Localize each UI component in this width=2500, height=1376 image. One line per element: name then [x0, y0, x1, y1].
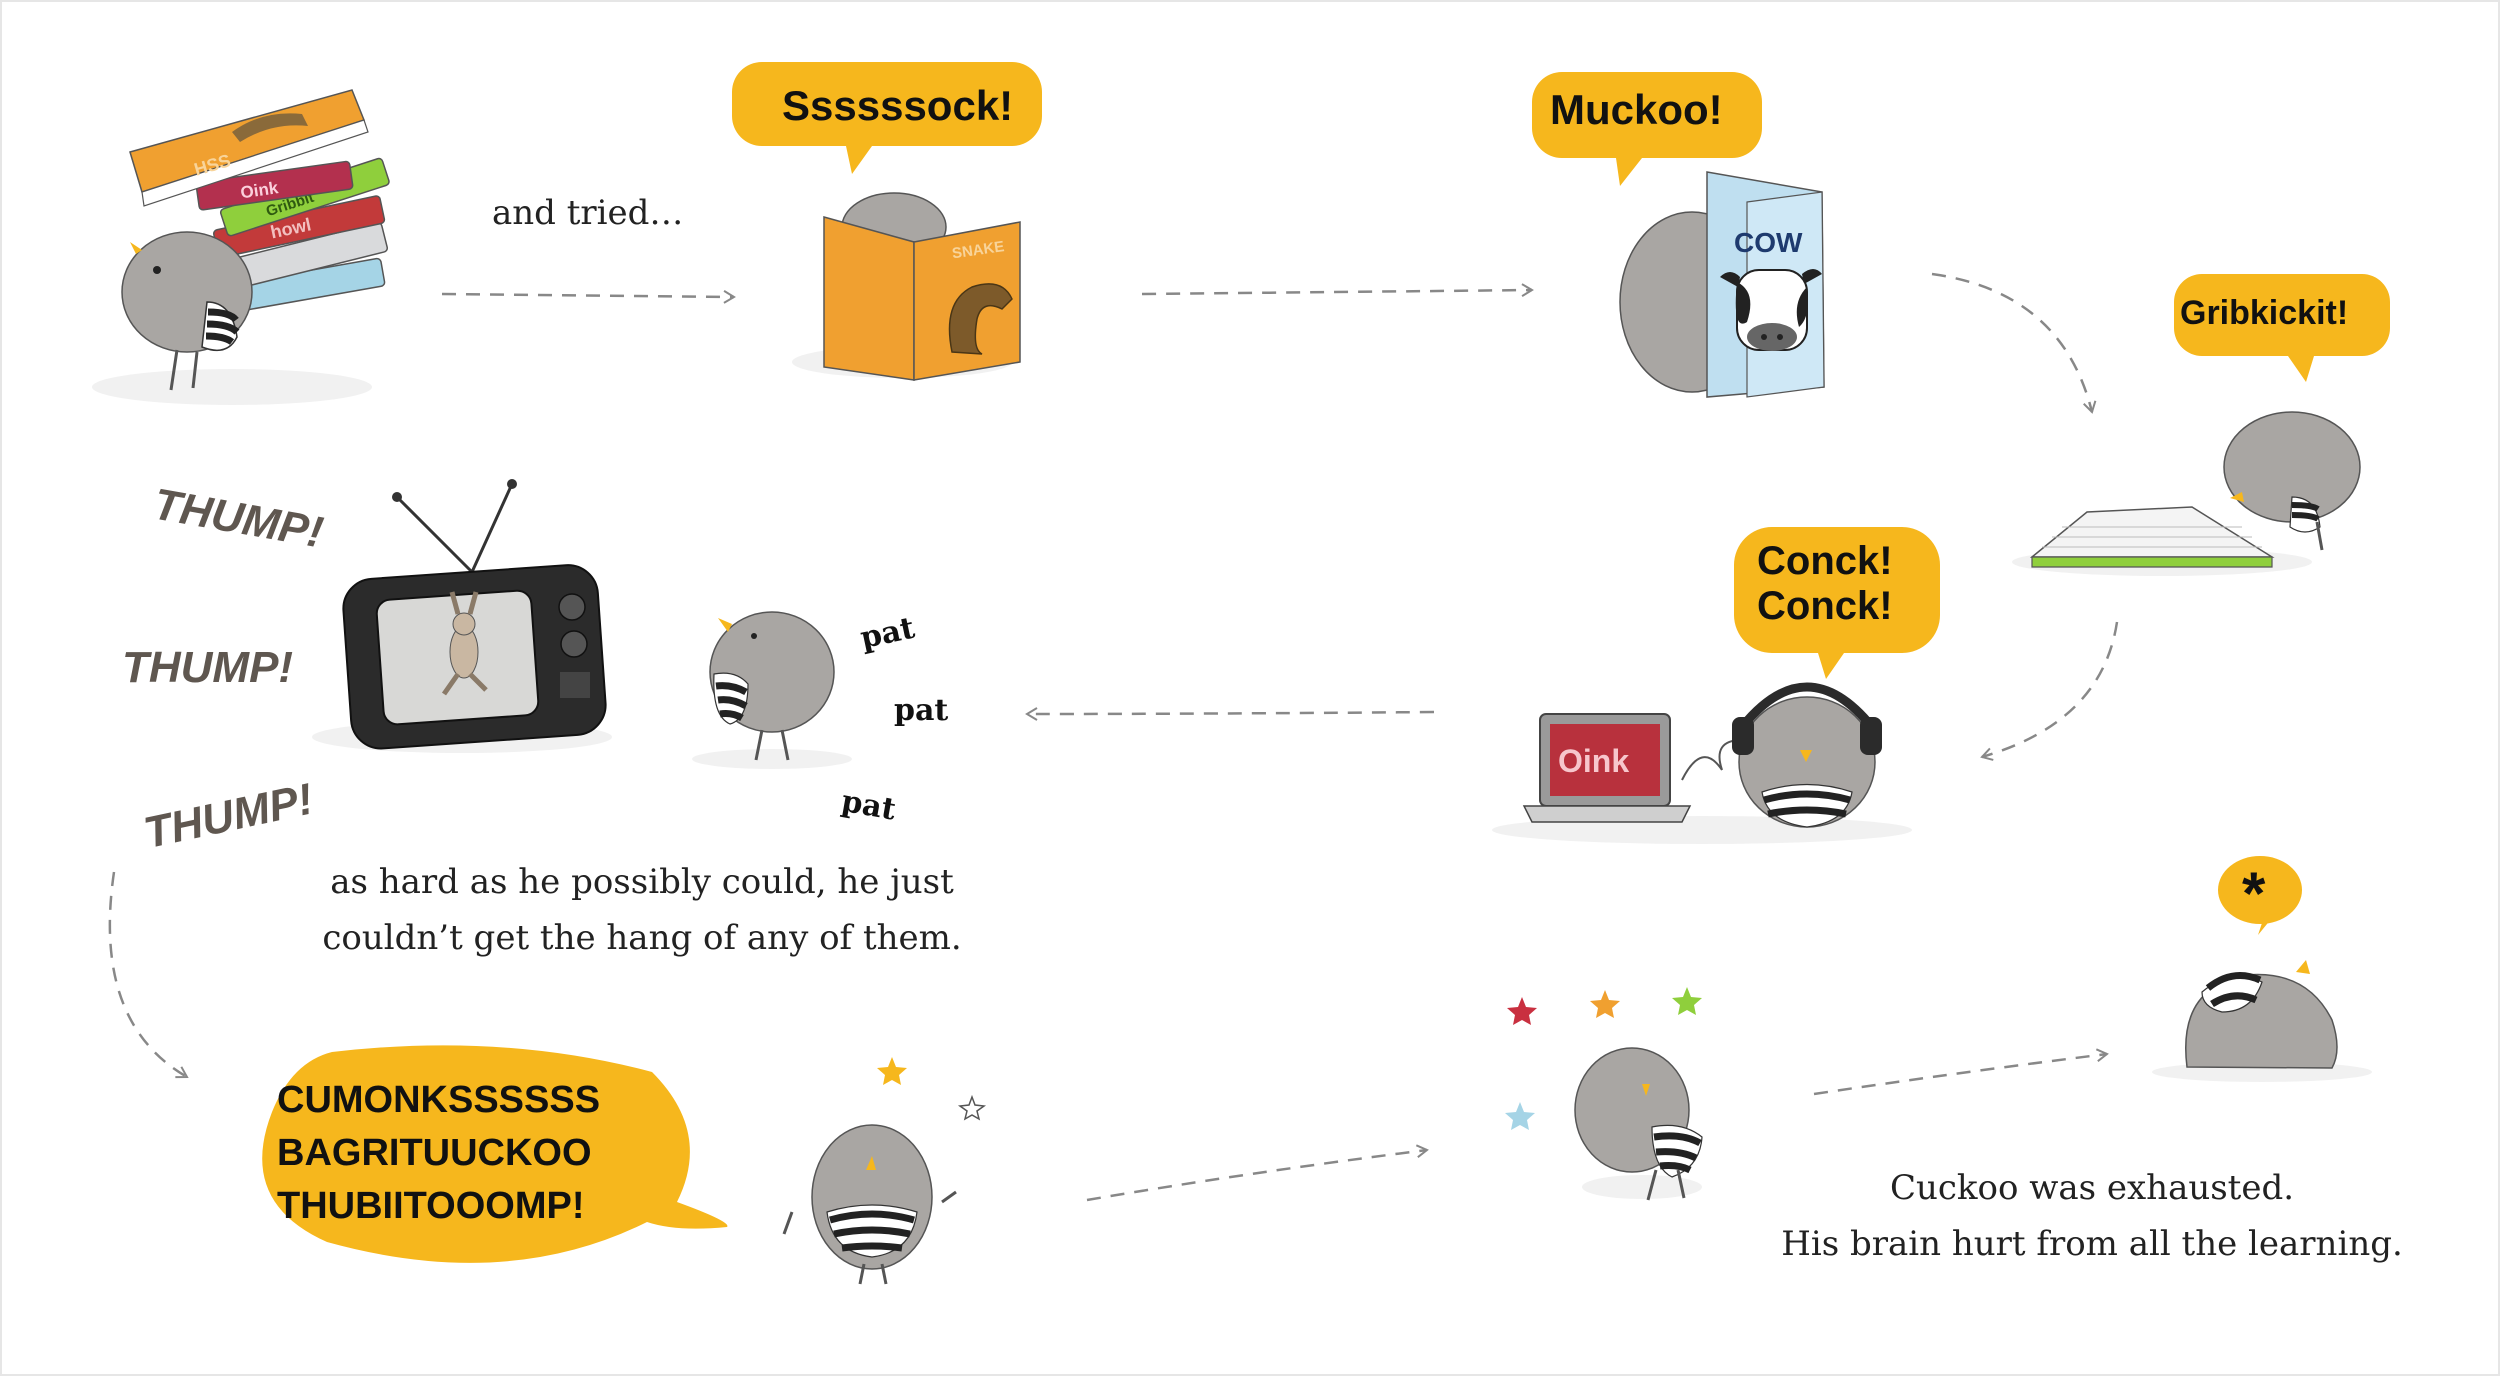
- bird-with-headphones: [1732, 682, 1882, 828]
- scene-tv: THUMP! THUMP! THUMP!: [122, 479, 612, 858]
- book-stack: MOO howl Gribbit Oink HSS: [129, 89, 390, 316]
- bird-stripes: [201, 301, 240, 352]
- arrow-8: [1813, 1048, 2109, 1096]
- bubble-snake: Ssssssock!: [732, 62, 1042, 174]
- arrow-2: [1141, 283, 1534, 297]
- arrow-6: [108, 871, 189, 1079]
- svg-text:THUBIITOOOMP!: THUBIITOOOMP!: [277, 1185, 585, 1227]
- svg-text:Conck!: Conck!: [1757, 584, 1893, 628]
- story-line: His brain hurt from all the learning.: [1781, 1224, 2403, 1264]
- television: [342, 479, 607, 750]
- bubble-frog: Gribkickit!: [2174, 274, 2390, 382]
- scene-laptop: Conck! Conck! Oink: [1492, 527, 1940, 844]
- sfx-pat-1: pat: [857, 611, 918, 657]
- arrow-1: [441, 290, 736, 304]
- svg-text:Muckoo!: Muckoo!: [1550, 86, 1723, 133]
- story-text-hard: as hard as he possibly could, he just co…: [262, 854, 1022, 966]
- scene-snake-book: Ssssssock! SNAKE: [732, 62, 1042, 381]
- scene-dizzy-stars: [1505, 987, 1703, 1201]
- open-book-cow: COW: [1706, 171, 1825, 398]
- bird-carrying-books: [121, 231, 253, 391]
- svg-text:*: *: [2242, 860, 2266, 927]
- svg-text:Gribkickit!: Gribkickit!: [2180, 294, 2348, 332]
- svg-text:Conck!: Conck!: [1757, 539, 1893, 583]
- svg-text:CUMONKSSSSSS: CUMONKSSSSSS: [277, 1079, 600, 1121]
- sfx-thump-1: THUMP!: [150, 480, 327, 558]
- arrow-4: [1980, 621, 2119, 761]
- scene-book-stack: MOO howl Gribbit Oink HSS: [92, 89, 390, 405]
- dizzy-bird-1: [782, 1057, 987, 1285]
- scene-frog-book: Gribkickit!: [2012, 274, 2390, 576]
- bubble-pig: Conck! Conck!: [1734, 527, 1940, 679]
- svg-text:Ssssssock!: Ssssssock!: [782, 82, 1013, 129]
- scene-pat-bird: pat pat pat: [692, 611, 948, 828]
- bubble-asterisk: *: [2218, 856, 2302, 935]
- scene-cow-book: Muckoo! COW: [1532, 72, 1825, 398]
- rabbit-on-screen: [441, 591, 488, 696]
- bubble-cow: Muckoo!: [1532, 72, 1762, 186]
- scene-mashup: CUMONKSSSSSS BAGRITUUCKOO THUBIITOOOMP!: [262, 1045, 987, 1285]
- sfx-thump-2: THUMP!: [122, 643, 293, 692]
- story-line: couldn’t get the hang of any of them.: [322, 918, 962, 958]
- story-line: Cuckoo was exhausted.: [1889, 1168, 2295, 1208]
- arrow-5: [1025, 707, 1435, 721]
- arrow-7: [1086, 1144, 1429, 1202]
- sfx-pat-3: pat: [839, 784, 899, 828]
- text-and-tried: and tried…: [492, 193, 683, 233]
- sfx-thump-3: THUMP!: [140, 774, 318, 858]
- story-line: as hard as he possibly could, he just: [330, 862, 954, 902]
- open-book-frog: [2029, 506, 2275, 568]
- bubble-mashup: CUMONKSSSSSS BAGRITUUCKOO THUBIITOOOMP!: [262, 1045, 728, 1263]
- open-book-snake: SNAKE: [823, 216, 1021, 381]
- laptop: Oink: [1522, 713, 1692, 823]
- book-label-cow: COW: [1734, 227, 1803, 258]
- laptop-screen-label: Oink: [1558, 743, 1629, 779]
- bird-reading-frog-book: [2223, 411, 2361, 551]
- arrow-3: [1931, 272, 2097, 414]
- dashed-arrows: [108, 272, 2119, 1202]
- story-text-exhausted: Cuckoo was exhausted. His brain hurt fro…: [1742, 1160, 2442, 1272]
- svg-text:BAGRITUUCKOO: BAGRITUUCKOO: [277, 1132, 592, 1174]
- sfx-pat-2: pat: [894, 693, 948, 728]
- scene-exhausted: *: [2152, 856, 2372, 1082]
